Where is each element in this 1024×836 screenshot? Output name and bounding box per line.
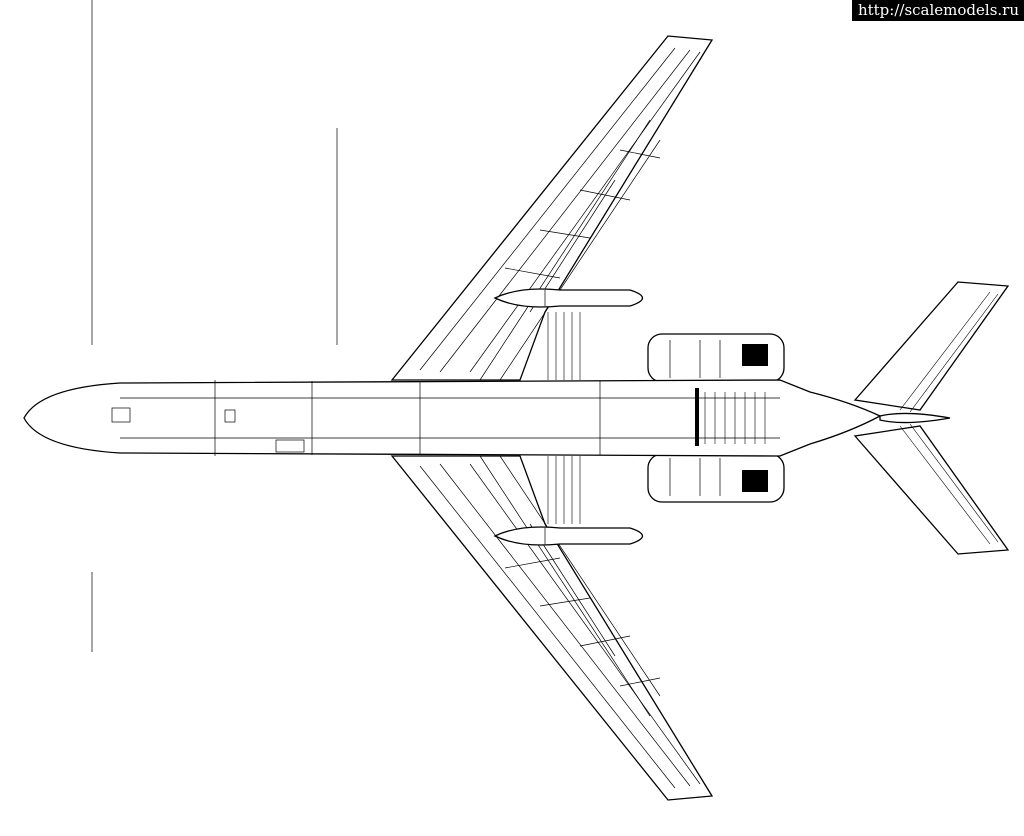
rear-engine-lower	[647, 453, 785, 503]
upper-wing	[390, 35, 714, 381]
site-watermark: http://scalemodels.ru	[851, 0, 1024, 21]
upper-engine-pod	[493, 288, 644, 308]
tail-stabilizer	[853, 281, 1010, 555]
rear-engine-upper	[647, 333, 785, 383]
fuselage	[23, 379, 951, 457]
lower-engine-pod	[493, 526, 644, 546]
lower-wing	[390, 455, 714, 801]
